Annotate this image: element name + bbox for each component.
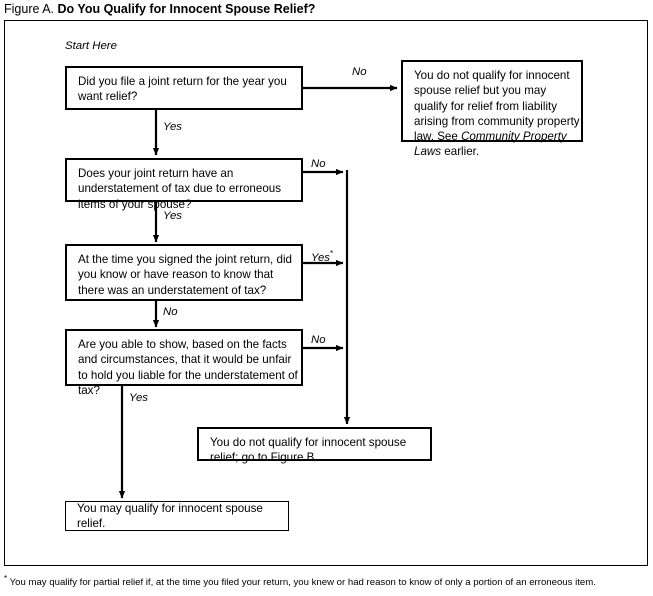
- edge-label-q3-no: No: [163, 306, 178, 318]
- edge-label-q3-yes-text: Yes: [311, 251, 330, 264]
- outcome-box-may-qualify[interactable]: You may qualify for innocent spouse reli…: [65, 501, 289, 531]
- outcome-box-community-property[interactable]: You do not qualify for innocent spouse r…: [401, 60, 583, 158]
- edge-label-q3-yes: Yes*: [311, 249, 333, 264]
- outcome-community-text-part2: earlier.: [441, 145, 480, 159]
- footnote-marker: *: [4, 574, 8, 583]
- edge-label-q3-asterisk: *: [330, 249, 334, 258]
- edge-label-q2-yes: Yes: [163, 210, 182, 222]
- figure-label: Figure A.: [4, 2, 55, 16]
- edge-label-q4-yes: Yes: [129, 392, 148, 404]
- decision-box-unfair[interactable]: Are you able to show, based on the facts…: [65, 329, 303, 397]
- edge-label-q4-no: No: [311, 334, 326, 346]
- decision-box-understatement[interactable]: Does your joint return have an understat…: [65, 158, 303, 211]
- edge-label-q1-yes: Yes: [163, 121, 182, 133]
- figure-title-text: Do You Qualify for Innocent Spouse Relie…: [57, 2, 316, 16]
- figure-title: Figure A. Do You Qualify for Innocent Sp…: [4, 2, 315, 16]
- outcome-box-figure-b[interactable]: You do not qualify for innocent spouse r…: [197, 427, 432, 464]
- footnote-text: You may qualify for partial relief if, a…: [9, 577, 596, 589]
- edge-label-q2-no: No: [311, 158, 326, 170]
- start-here-label: Start Here: [65, 40, 117, 52]
- community-property-laws-reference: Community Property Laws: [414, 130, 567, 159]
- edge-label-q1-no: No: [352, 66, 367, 78]
- outcome-community-text-part1: You do not qualify for innocent spouse r…: [414, 69, 580, 144]
- decision-box-knowledge[interactable]: At the time you signed the joint return,…: [65, 244, 303, 301]
- decision-box-joint-return[interactable]: Did you file a joint return for the year…: [65, 66, 303, 110]
- footnote: * You may qualify for partial relief if,…: [4, 574, 596, 588]
